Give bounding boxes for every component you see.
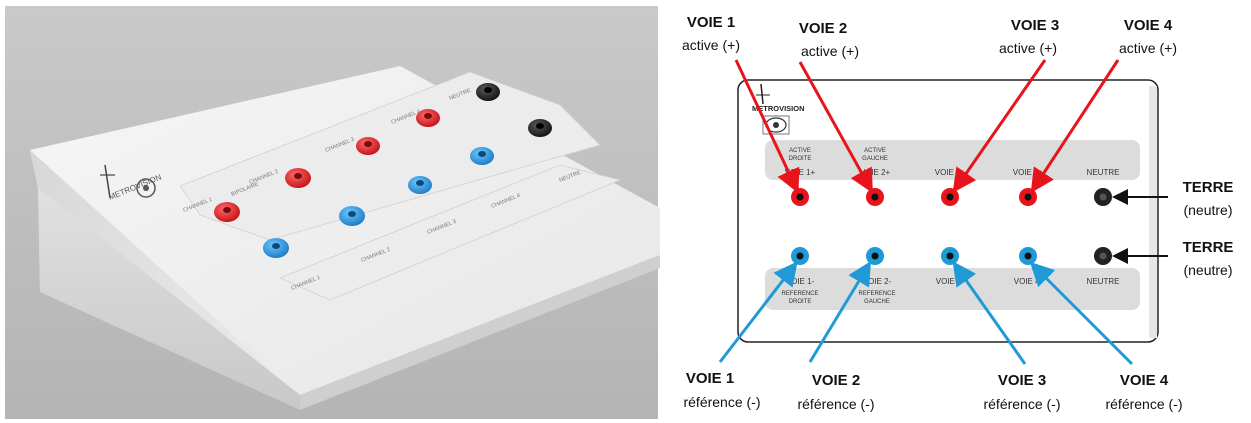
arrow-voie4-reference (1029, 261, 1134, 366)
strip-sub-label: DROITE (789, 156, 812, 162)
device-side (30, 150, 300, 400)
callout-title: VOIE 4 (1120, 372, 1169, 389)
arrow-voie4-active (1030, 59, 1120, 194)
callout-title: VOIE 3 (998, 372, 1046, 389)
strip-label: NEUTRE (1087, 168, 1120, 177)
panel-side (1149, 86, 1157, 338)
arrow-voie2-active (798, 61, 873, 194)
arrow-voie1-active (734, 59, 800, 194)
bottom-label-strip (765, 268, 1140, 310)
strip-label: VOIE 3+ (935, 168, 966, 177)
arrow-voie1-reference (718, 261, 798, 363)
strip-sub-label: REFERENCE (858, 291, 895, 297)
bottom-strip-labels: VOIE 1- VOIE 2- VOIE 3- VOIE 4- NEUTRE R… (781, 277, 1119, 305)
photo-logo-eye-icon (136, 178, 156, 198)
callout-title: TERRE (1183, 179, 1234, 196)
strip-sub-label: DROITE (789, 299, 812, 305)
callout-subtitle: référence (-) (797, 396, 874, 412)
callout-subtitle: (neutre) (1183, 202, 1232, 218)
arrow-voie2-reference (808, 260, 872, 363)
strip-sub-label: ACTIVE (789, 148, 811, 154)
callout-subtitle: référence (-) (1105, 396, 1182, 412)
device-photo: METROVISION CHANNEL 1 CHANNEL 2 CHANNEL … (5, 6, 660, 419)
photo-upper-strip (179, 71, 601, 241)
panel-brand-text: METROVISION (752, 104, 805, 113)
strip-label: VOIE 4- (1014, 277, 1043, 286)
arrow-voie3-reference (952, 261, 1027, 365)
strip-sub-label: ACTIVE (864, 148, 886, 154)
device-right-edge (300, 255, 660, 410)
arrow-voie3-active (952, 59, 1047, 193)
device-front (38, 188, 300, 410)
top-strip-labels: ACTIVE DROITE ACTIVE GAUCHE VOIE 1+ VOIE… (785, 148, 1120, 177)
panel-logo: METROVISION (752, 83, 805, 135)
strip-label: VOIE 4+ (1013, 168, 1044, 177)
strip-sub-label: GAUCHE (862, 156, 888, 162)
strip-label: VOIE 3- (936, 277, 965, 286)
callout-subtitle: active (+) (801, 43, 859, 59)
callout-title: TERRE (1183, 239, 1234, 256)
strip-label: VOIE 1- (786, 277, 815, 286)
strip-label: NEUTRE (1087, 277, 1120, 286)
photo-lower-strip (278, 164, 622, 301)
callout-title: VOIE 2 (799, 20, 847, 37)
strip-label: VOIE 1+ (785, 168, 816, 177)
callout-title: VOIE 2 (812, 372, 860, 389)
callout-arrows (718, 59, 1168, 366)
callout-title: VOIE 4 (1124, 17, 1173, 34)
callout-subtitle: référence (-) (983, 396, 1060, 412)
callout-title: VOIE 1 (686, 370, 734, 387)
strip-sub-label: REFERENCE (781, 291, 818, 297)
callout-subtitle: active (+) (682, 37, 740, 53)
strip-sub-label: GAUCHE (864, 299, 890, 305)
callout-subtitle: référence (-) (683, 394, 760, 410)
callout-title: VOIE 3 (1011, 17, 1059, 34)
callout-subtitle: active (+) (1119, 40, 1177, 56)
strip-label: VOIE 2+ (860, 168, 891, 177)
front-panel-schematic: METROVISION ACTIVE DROITE ACTIVE GAUCHE … (737, 79, 1159, 343)
panel-jacks (791, 188, 1112, 265)
photo-panel-labels: CHANNEL 1 CHANNEL 2 CHANNEL 3 CHANNEL 4 … (183, 88, 583, 292)
callout-labels: VOIE 1 active (+) VOIE 2 active (+) VOIE… (682, 14, 1233, 412)
photo-jacks (214, 83, 552, 258)
callout-subtitle: active (+) (999, 40, 1057, 56)
callout-subtitle: (neutre) (1183, 262, 1232, 278)
callout-title: VOIE 1 (687, 14, 735, 31)
strip-label: VOIE 2- (863, 277, 892, 286)
